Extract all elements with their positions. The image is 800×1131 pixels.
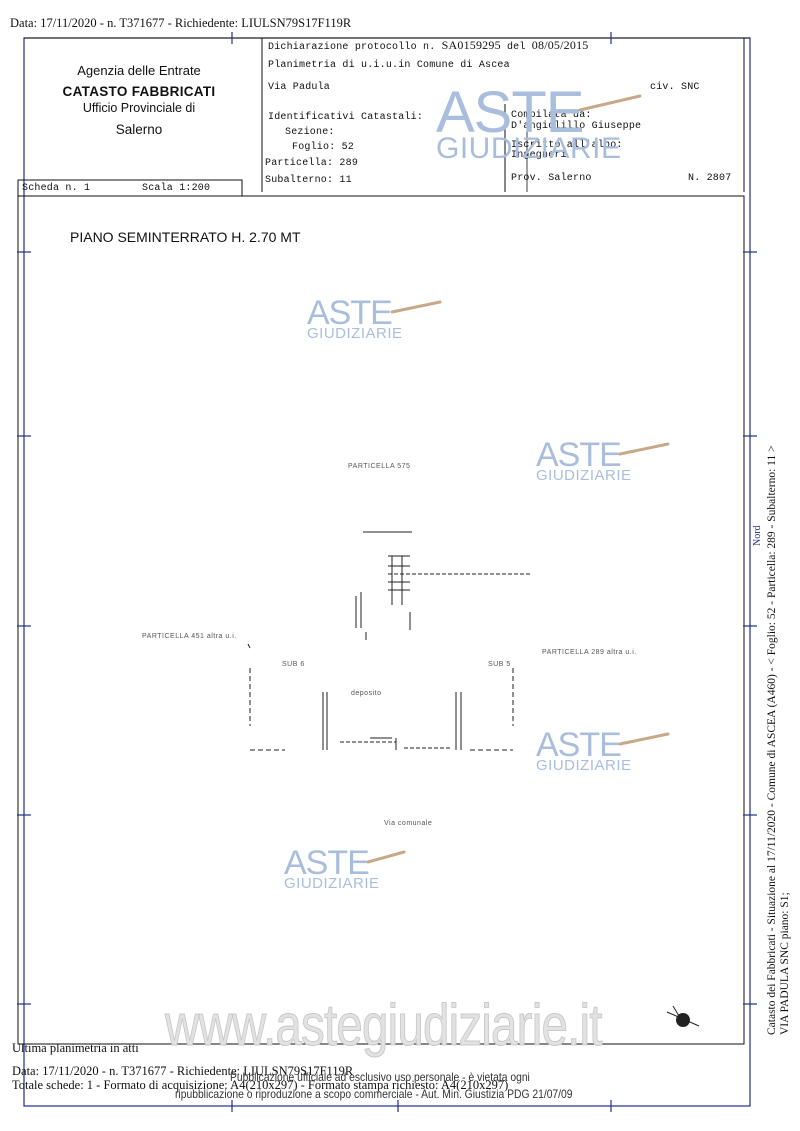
aste-watermark-3: ASTE GIUDIZIARIE (536, 728, 632, 773)
subalterno-value: Subalterno: 11 (265, 175, 352, 186)
plan-label-bottom: Via comunale (384, 820, 433, 827)
identifiers-title: Identificativi Catastali: (268, 112, 424, 123)
agency-name: Agenzia delle Entrate (77, 63, 201, 78)
aste-watermark-header: ASTE GIUDIZIARIE (436, 84, 622, 164)
protocol-number: SA0159295 (441, 38, 501, 52)
plan-title: PIANO SEMINTERRATO H. 2.70 MT (70, 229, 301, 245)
watermark-giudiziarie-text: GIUDIZIARIE (307, 325, 403, 342)
side-text-line1: Catasto dei Fabbricati - Situazione al 1… (766, 445, 778, 1035)
aste-watermark-2: ASTE GIUDIZIARIE (536, 438, 632, 483)
register-number: N. 2807 (688, 173, 732, 184)
scale-label: Scala 1:200 (142, 183, 211, 194)
plan-label-sub5: SUB 5 (488, 661, 511, 668)
sezione-label: Sezione: (285, 127, 335, 138)
publication-notice-2: ripubblicazione o riproduzione a scopo c… (175, 1087, 573, 1101)
office-label: Ufficio Provinciale di (82, 101, 196, 115)
watermark-giudiziarie-text: GIUDIZIARIE (536, 467, 632, 484)
plan-label-sub6: SUB 6 (282, 661, 305, 668)
albo-value: Ingegneri (511, 150, 567, 161)
north-arrow (666, 1005, 700, 1027)
plan-label-right: PARTICELLA 289 altra u.i. (542, 649, 637, 656)
declaration-line: Dichiarazione protocollo n. SA0159295 de… (268, 38, 588, 53)
top-request-header: Data: 17/11/2020 - n. T371677 - Richiede… (10, 16, 352, 30)
footer-request-line: Data: 17/11/2020 - n. T371677 - Richiede… (12, 1064, 354, 1078)
planimetry-line: Planimetria di u.i.u.in Comune di Ascea (268, 60, 510, 71)
footer-format-line: Totale schede: 1 - Formato di acquisizio… (12, 1078, 509, 1092)
watermark-aste-text: ASTE (536, 726, 622, 764)
protocol-date: 08/05/2015 (531, 38, 589, 52)
side-cadastral-info: Catasto dei Fabbricati - Situazione al 1… (766, 445, 792, 1035)
protocol-label: Dichiarazione protocollo n. (268, 42, 436, 53)
albo-label: Iscritto all'albo: (511, 140, 623, 151)
scheda-number: Scheda n. 1 (22, 183, 91, 194)
foglio-value: Foglio: 52 (292, 142, 355, 153)
plan-label-top: PARTICELLA 575 (348, 463, 411, 470)
aste-watermark-1: ASTE GIUDIZIARIE (307, 296, 403, 341)
plan-label-left: PARTICELLA 451 altra u.i. (142, 633, 237, 640)
latest-plan-note: Ultima planimetria in atti (12, 1041, 139, 1055)
date-label: del (506, 42, 526, 53)
aste-watermark-4: ASTE GIUDIZIARIE (284, 846, 380, 891)
north-label: Nord (752, 525, 763, 546)
watermark-aste-text: ASTE (536, 436, 622, 474)
office-city: Salerno (115, 122, 163, 137)
plan-label-room: deposito (351, 690, 382, 697)
agency-block: Agenzia delle Entrate CATASTO FABBRICATI… (30, 60, 248, 140)
watermark-aste-text: ASTE (436, 80, 584, 145)
watermark-giudiziarie-text: GIUDIZIARIE (436, 132, 622, 165)
watermark-aste-text: ASTE (307, 294, 393, 332)
particella-value: Particella: 289 (265, 158, 359, 169)
catasto-title: CATASTO FABBRICATI (62, 84, 216, 99)
side-text-line2: VIA PADULA SNC piano: S1; (779, 892, 791, 1035)
compiled-label: Compilata da: (511, 110, 592, 121)
watermark-giudiziarie-text: GIUDIZIARIE (536, 757, 632, 774)
compiled-name: D'angiolillo Giuseppe (511, 121, 642, 132)
watermark-giudiziarie-text: GIUDIZIARIE (284, 875, 380, 892)
url-watermark: www.astegiudiziarie.it (165, 993, 603, 1059)
floor-plan (247, 531, 530, 751)
street-address: Via Padula (268, 82, 331, 93)
watermark-aste-text: ASTE (284, 844, 370, 882)
province: Prov. Salerno (511, 173, 592, 184)
publication-notice-1: Pubblicazione ufficiale ad esclusivo uso… (230, 1070, 530, 1084)
civic-number: civ. SNC (650, 82, 700, 93)
